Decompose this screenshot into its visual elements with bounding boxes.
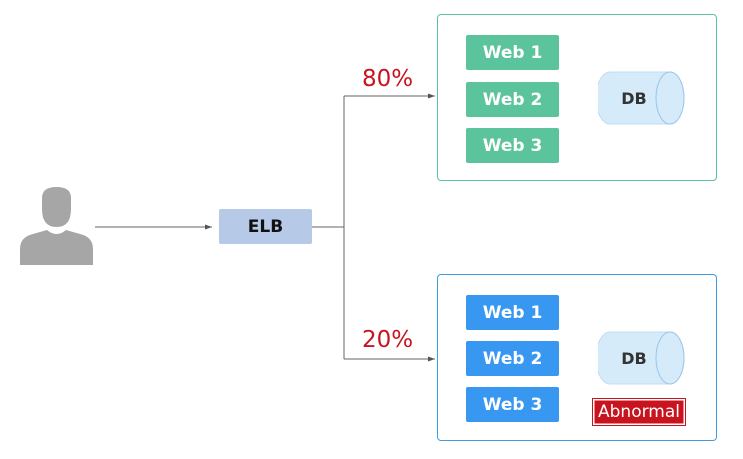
web-server-node: Web 3 <box>466 387 559 422</box>
database-label: DB <box>621 348 647 368</box>
database-cylinder-icon <box>595 331 685 385</box>
database-label: DB <box>621 88 647 108</box>
abnormal-status-badge: Abnormal <box>592 398 686 426</box>
server-group-bottom: Web 1 Web 2 Web 3 DB Abnormal <box>437 274 717 441</box>
server-group-top: Web 1 Web 2 Web 3 DB <box>437 14 717 181</box>
database-node: DB <box>595 70 698 126</box>
route-top-percentage: 80% <box>362 66 414 92</box>
web-server-node: Web 1 <box>466 295 559 330</box>
web-server-node: Web 1 <box>466 35 559 70</box>
web-server-node: Web 2 <box>466 341 559 376</box>
web-server-node: Web 3 <box>466 128 559 163</box>
web-server-node: Web 2 <box>466 82 559 117</box>
route-bottom-percentage: 20% <box>362 327 414 353</box>
user-icon <box>20 187 93 265</box>
elb-node: ELB <box>219 209 312 244</box>
database-cylinder-icon <box>595 71 685 125</box>
database-node: DB <box>595 330 698 386</box>
